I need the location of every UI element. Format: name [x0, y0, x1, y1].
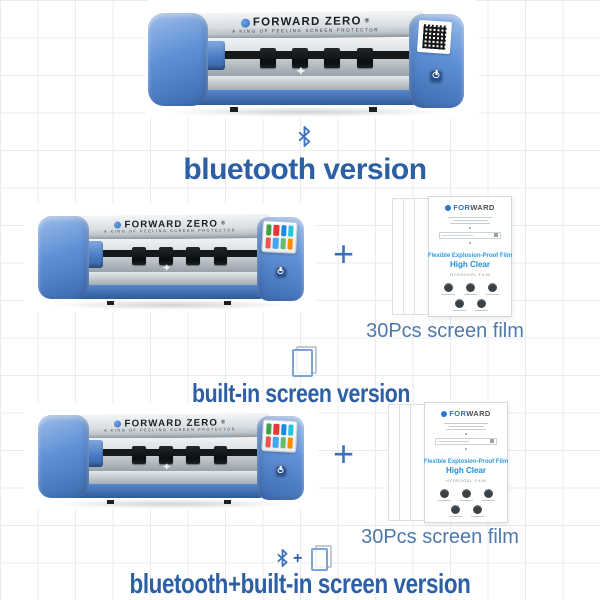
machine-left-cap [38, 414, 89, 499]
cutting-machine-builtin-screen: FORWARD ZERO® A KING OF PEELING SCREEN P… [38, 213, 304, 310]
cutting-deck [195, 38, 411, 76]
feature-icon [459, 488, 473, 501]
screen-icon [292, 346, 317, 377]
feature-icon [437, 488, 451, 501]
machine-left-cap [38, 215, 89, 300]
fine-print-lines [435, 216, 505, 224]
power-button [429, 68, 443, 82]
plus-sign: + [333, 433, 355, 474]
pinch-roller [356, 47, 373, 68]
pinch-roller [132, 247, 146, 266]
film-title: Flexible Explosion-Proof Film [423, 458, 509, 465]
screen-app-icon [266, 423, 273, 435]
cutting-machine-bluetooth: FORWARD ZERO® A KING OF PEELING SCREEN P… [148, 10, 464, 117]
screen-app-icon [273, 423, 280, 435]
bluetooth-icon [276, 549, 289, 567]
screen-app-icon [273, 224, 280, 236]
pinch-roller [324, 47, 341, 68]
power-button [275, 265, 287, 277]
forward-logo-icon [114, 221, 122, 229]
bluetooth-version-label: bluetooth version [183, 153, 427, 186]
pinch-roller [292, 47, 309, 68]
machine-right-cap [408, 13, 464, 109]
deck-knob [162, 264, 171, 271]
screen-app-icon [287, 437, 294, 449]
screen-app-icon [287, 238, 294, 250]
deck-knob [162, 463, 171, 470]
feature-icon [441, 282, 455, 295]
qr-code-sticker [416, 19, 452, 54]
film-package: FORWARD Flexible Explosion-Proof Film Hi… [428, 196, 512, 317]
feature-icon [448, 504, 462, 517]
forward-logo-icon [240, 18, 250, 28]
feature-icon [463, 282, 477, 295]
feature-icon [481, 488, 495, 501]
combo-version-label: bluetooth+built-in screen version [129, 568, 471, 599]
cutting-machine-combo: FORWARD ZERO® A KING OF PEELING SCREEN P… [38, 412, 304, 509]
screen-app-icon [280, 238, 287, 250]
pinch-roller [259, 47, 276, 68]
pinch-roller [213, 247, 228, 266]
film-note: HYDROGEL FILM [449, 271, 491, 277]
screen-app-icon [265, 237, 272, 249]
feature-icon [474, 298, 488, 311]
screen-app-icon [265, 436, 272, 448]
screen-app-icon [288, 225, 295, 237]
pinch-roller [159, 446, 173, 465]
film-subtitle: High Clear [449, 259, 490, 269]
builtin-version-label: built-in screen version [191, 378, 411, 408]
screen-icon [311, 545, 332, 571]
screen-app-icon [280, 225, 287, 237]
film-subtitle: High Clear [445, 465, 486, 475]
film-title: Flexible Explosion-Proof Film [427, 252, 513, 259]
pinch-roller [186, 247, 200, 266]
pinch-roller [186, 446, 200, 465]
machine-top-panel: FORWARD ZERO® A KING OF PEELING SCREEN P… [187, 10, 423, 40]
fine-print-lines [431, 422, 501, 430]
power-button [275, 464, 287, 476]
machine-tagline: A KING OF PEELING SCREEN PROTECTOR [231, 27, 379, 34]
screen-app-icon [266, 224, 273, 236]
screen-app-icon [272, 436, 279, 448]
pinch-roller [132, 446, 146, 465]
forward-logo-icon [114, 420, 122, 428]
seal-strip [435, 437, 497, 445]
machine-left-cap [148, 12, 209, 107]
film-note: HYDROGEL FILM [445, 477, 487, 483]
film-package: FORWARD Flexible Explosion-Proof Film Hi… [424, 402, 508, 523]
film-count-label: 30Pcs screen film [361, 526, 519, 548]
screen-film-stack: FORWARD Flexible Explosion-Proof Film Hi… [392, 196, 514, 318]
forward-logo-icon [445, 204, 452, 211]
plus-sign: + [293, 550, 303, 567]
screen-film-stack: FORWARD Flexible Explosion-Proof Film Hi… [388, 402, 510, 524]
bluetooth-icon [297, 126, 312, 147]
pinch-roller [213, 446, 228, 465]
feature-icon [470, 504, 484, 517]
pinch-roller [159, 247, 173, 266]
builtin-touchscreen [261, 220, 299, 254]
plus-sign: + [333, 233, 355, 274]
film-count-label: 30Pcs screen film [366, 320, 524, 342]
seal-strip [439, 231, 501, 239]
builtin-touchscreen [261, 419, 299, 453]
screen-app-icon [280, 424, 287, 436]
cutting-deck [77, 238, 259, 273]
screen-app-icon [272, 237, 279, 249]
screen-app-icon [288, 424, 295, 436]
feature-icon [485, 282, 499, 295]
machine-right-cap [257, 216, 304, 302]
deck-knob [296, 66, 306, 75]
cutting-deck [77, 437, 259, 472]
forward-logo-icon [441, 410, 448, 417]
screen-app-icon [280, 437, 287, 449]
machine-right-cap [257, 415, 304, 501]
feature-icon [452, 298, 466, 311]
